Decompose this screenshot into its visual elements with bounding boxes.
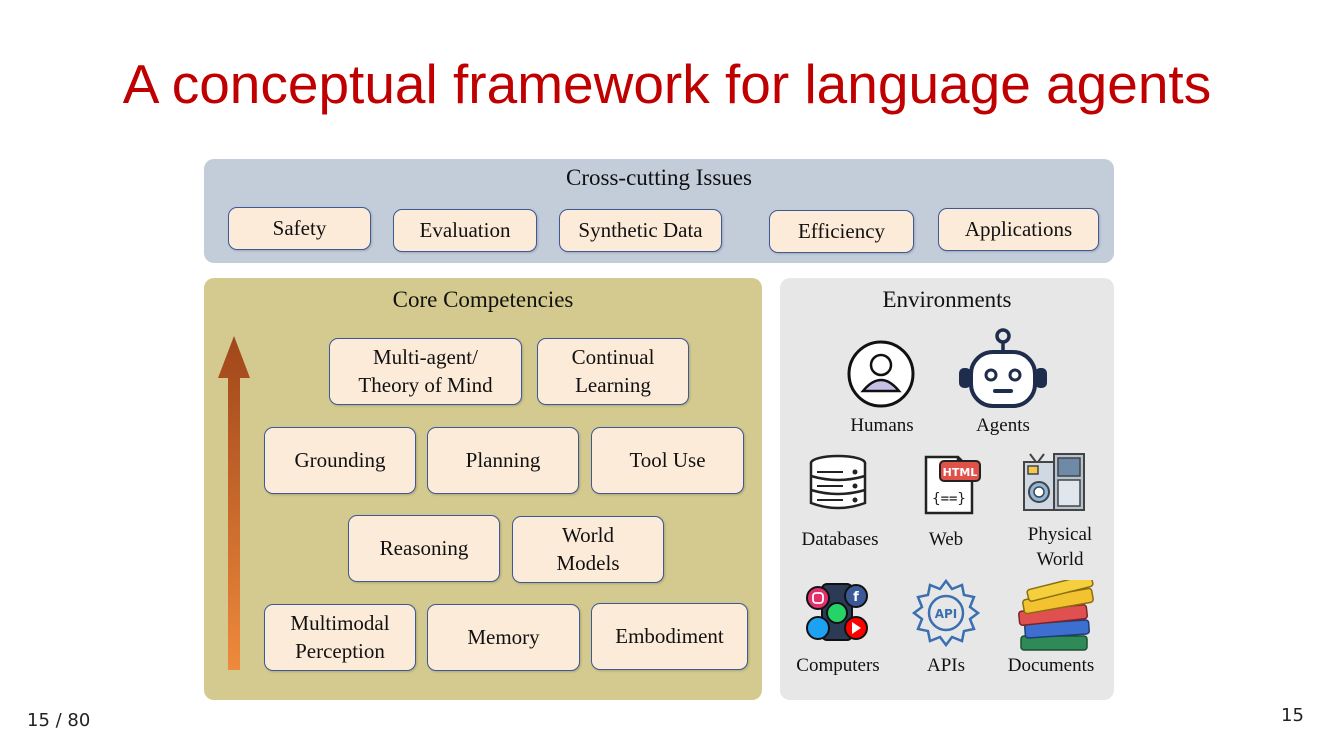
appliances-icon — [1023, 453, 1085, 511]
progress-arrow-icon — [218, 336, 250, 670]
html-file-icon: HTML {==} — [924, 455, 981, 515]
continual-learning-box: Continual Learning — [537, 338, 689, 405]
multimodal-perception-box: Multimodal Perception — [264, 604, 416, 671]
svg-text:f: f — [853, 590, 859, 605]
reasoning-box: Reasoning — [348, 515, 500, 582]
page-counter: 15 / 80 — [27, 710, 91, 731]
planning-box: Planning — [427, 427, 579, 494]
core-competencies-title: Core Competencies — [392, 287, 574, 312]
computers-label: Computers — [796, 655, 880, 676]
slide-title: A conceptual framework for language agen… — [122, 53, 1212, 115]
books-icon — [1018, 580, 1094, 651]
api-gear-icon: API — [911, 578, 981, 648]
documents-label: Documents — [1007, 655, 1095, 676]
world-models-box: World Models — [512, 516, 664, 583]
cross-cutting-panel: Cross-cutting Issues Safety Evaluation S… — [204, 159, 1114, 263]
physical-world-label: Physical World — [1027, 524, 1093, 570]
svg-text:API: API — [935, 607, 958, 621]
database-icon — [809, 454, 867, 510]
safety-box: Safety — [228, 207, 371, 250]
evaluation-box: Evaluation — [393, 209, 537, 252]
environments-panel: Environments Humans Agents Databases — [780, 278, 1114, 700]
agents-label: Agents — [976, 415, 1030, 436]
grounding-box: Grounding — [264, 427, 416, 494]
memory-box: Memory — [427, 604, 580, 671]
environments-title: Environments — [882, 287, 1012, 312]
svg-text:HTML: HTML — [943, 466, 978, 479]
robot-icon — [959, 328, 1047, 408]
humans-label: Humans — [850, 415, 914, 436]
svg-text:{==}: {==} — [932, 491, 966, 507]
applications-box: Applications — [938, 208, 1099, 251]
apis-label: APIs — [926, 655, 965, 676]
social-apps-icon: f — [806, 583, 868, 641]
embodiment-box: Embodiment — [591, 603, 748, 670]
human-icon — [847, 340, 915, 408]
web-label: Web — [928, 529, 964, 550]
cross-cutting-title: Cross-cutting Issues — [566, 165, 752, 190]
page-number: 15 — [1281, 705, 1304, 726]
synthetic-data-box: Synthetic Data — [559, 209, 722, 252]
tool-use-box: Tool Use — [591, 427, 744, 494]
efficiency-box: Efficiency — [769, 210, 914, 253]
databases-label: Databases — [801, 529, 879, 550]
core-competencies-panel: Core Competencies Multi-agent/ Theory of… — [204, 278, 762, 700]
multi-agent-box: Multi-agent/ Theory of Mind — [329, 338, 522, 405]
